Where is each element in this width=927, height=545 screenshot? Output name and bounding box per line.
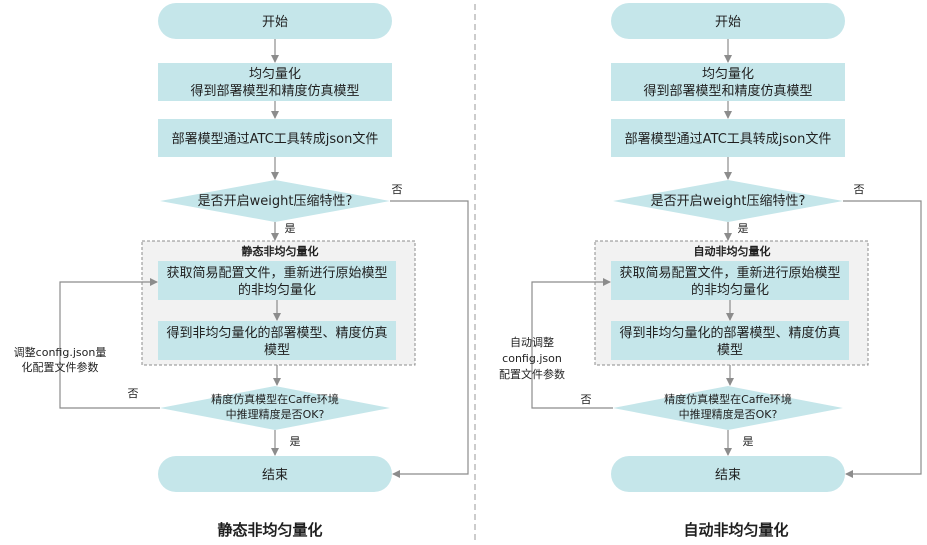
left-quantize-label-1: 均匀量化 <box>249 67 301 82</box>
left-no-label-2: 否 <box>128 387 139 400</box>
left-weight-decision <box>160 180 390 222</box>
right-accuracy-label-1: 精度仿真模型在Caffe环境 <box>664 392 792 406</box>
left-accuracy-label-1: 精度仿真模型在Caffe环境 <box>211 392 339 406</box>
right-no-branch-1 <box>843 200 922 478</box>
right-no-label-2: 否 <box>581 393 592 406</box>
right-start-node <box>611 3 845 39</box>
right-step-b-label-2: 模型 <box>717 343 743 358</box>
right-loop-branch <box>531 278 613 409</box>
left-no-branch-1 <box>390 200 469 478</box>
right-accuracy-label-2: 中推理精度是否OK? <box>679 407 778 421</box>
left-loop-label-1: 调整config.json量 <box>14 345 107 359</box>
left-convert-node <box>158 119 392 157</box>
left-caption: 静态非均匀量化 <box>217 521 322 539</box>
right-loop-label-2: config.json <box>502 352 562 365</box>
right-step-a-label-1: 获取简易配置文件，重新进行原始模型 <box>619 265 840 281</box>
right-no-label-1: 否 <box>854 183 865 196</box>
left-end-node <box>158 456 392 492</box>
right-flowchart: 开始 均匀量化 得到部署模型和精度仿真模型 部署模型通过ATC工具转成json文… <box>499 3 922 539</box>
right-loop-label-3: 配置文件参数 <box>499 367 565 381</box>
right-loop-label-1: 自动调整 <box>510 335 554 349</box>
left-step-a-label-1: 获取简易配置文件，重新进行原始模型 <box>166 265 387 281</box>
left-start-label: 开始 <box>262 15 288 30</box>
right-step-a-label-2: 的非均匀量化 <box>691 282 769 298</box>
right-end-label: 结束 <box>715 468 741 483</box>
left-yes-label-2: 是 <box>290 435 301 448</box>
right-step-b-node <box>611 321 849 360</box>
right-weight-decision <box>613 180 843 222</box>
right-group-title: 自动非均匀量化 <box>694 244 771 258</box>
left-accuracy-label-2: 中推理精度是否OK? <box>226 407 325 421</box>
left-step-b-label-1: 得到非均匀量化的部署模型、精度仿真 <box>166 325 387 341</box>
left-convert-label: 部署模型通过ATC工具转成json文件 <box>172 132 379 147</box>
right-step-b-label-1: 得到非均匀量化的部署模型、精度仿真 <box>619 325 840 341</box>
right-caption: 自动非均匀量化 <box>683 521 788 539</box>
right-quantize-node <box>611 63 845 101</box>
left-quantize-node <box>158 63 392 101</box>
right-quantize-label-2: 得到部署模型和精度仿真模型 <box>643 83 812 99</box>
right-start-label: 开始 <box>715 15 741 30</box>
right-convert-node <box>611 119 845 157</box>
left-quantize-label-2: 得到部署模型和精度仿真模型 <box>190 83 359 99</box>
right-quantize-label-1: 均匀量化 <box>702 67 754 82</box>
left-yes-label-1: 是 <box>285 222 296 235</box>
left-loop-branch <box>59 278 160 409</box>
left-step-a-node <box>158 261 396 300</box>
left-group-title: 静态非均匀量化 <box>242 244 319 258</box>
left-flowchart: 开始 均匀量化 得到部署模型和精度仿真模型 部署模型通过ATC工具转成json文… <box>14 3 469 539</box>
right-yes-label-1: 是 <box>738 222 749 235</box>
left-accuracy-decision <box>160 386 390 430</box>
right-yes-label-2: 是 <box>743 435 754 448</box>
left-no-label-1: 否 <box>392 183 403 196</box>
left-step-b-node <box>158 321 396 360</box>
left-step-b-label-2: 模型 <box>264 343 290 358</box>
right-convert-label: 部署模型通过ATC工具转成json文件 <box>625 132 832 147</box>
left-loop-label-2: 化配置文件参数 <box>22 360 99 374</box>
right-end-node <box>611 456 845 492</box>
right-weight-decision-label: 是否开启weight压缩特性? <box>651 193 806 209</box>
left-weight-decision-label: 是否开启weight压缩特性? <box>198 193 353 209</box>
left-step-a-label-2: 的非均匀量化 <box>238 282 316 298</box>
left-end-label: 结束 <box>262 468 288 483</box>
left-start-node <box>158 3 392 39</box>
right-accuracy-decision <box>613 386 843 430</box>
right-step-a-node <box>611 261 849 300</box>
